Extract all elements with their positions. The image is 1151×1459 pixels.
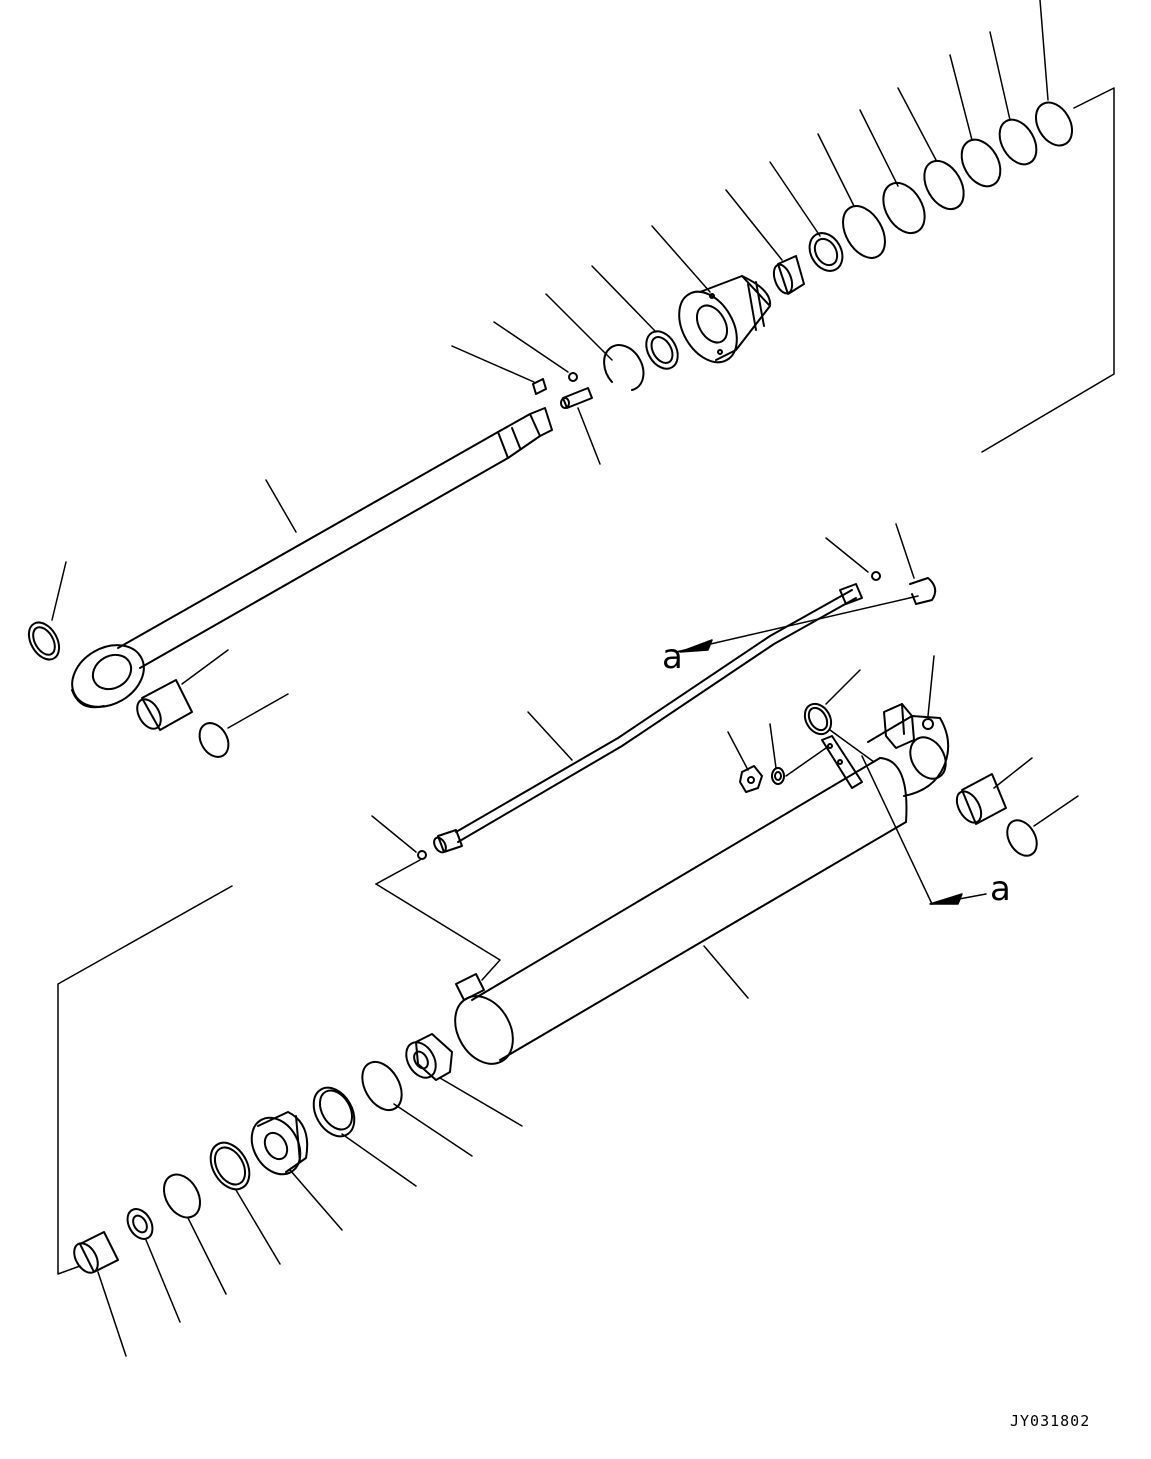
- port-o-ring: [803, 702, 833, 736]
- cushion-ring: [73, 1231, 119, 1274]
- leader-lines-upper: [51, 0, 1115, 729]
- rod-eye-bushing: [136, 679, 193, 731]
- leader-lines-hose: [371, 523, 919, 853]
- hose-clip: [909, 577, 937, 605]
- set-screw: [560, 387, 593, 409]
- dust-seal: [645, 330, 679, 370]
- hose-pipe: [433, 583, 863, 854]
- rod-eye-ring: [198, 722, 230, 758]
- cylinder-head: [678, 275, 772, 364]
- piston-nut: [405, 1033, 453, 1081]
- piston: [250, 1111, 309, 1176]
- small-o-ring: [922, 718, 934, 730]
- piston-ring-1: [361, 1060, 403, 1112]
- ball: [568, 372, 578, 382]
- piston-ring-2: [162, 1173, 202, 1219]
- bottom-ring: [1006, 819, 1038, 857]
- rod-eye-seal: [27, 621, 61, 661]
- o-ring-hose-top: [871, 571, 881, 581]
- piston-washer: [126, 1208, 154, 1240]
- figure-code: JY031802: [1010, 1412, 1091, 1430]
- leader-lines-lower: [57, 885, 523, 1357]
- mounting-washer: [771, 767, 785, 785]
- leader-lines-tube: [375, 655, 1079, 999]
- buffer-ring: [808, 232, 844, 272]
- piston-seal: [209, 1141, 251, 1191]
- rod-bushing: [772, 255, 805, 295]
- o-ring-hose-bottom: [417, 850, 427, 860]
- snap-ring: [603, 344, 645, 391]
- mounting-nut: [739, 765, 763, 793]
- rod-nut: [532, 378, 547, 395]
- cylinder-tube: [454, 703, 950, 1065]
- wear-ring: [312, 1086, 356, 1138]
- seal-rings: [842, 101, 1074, 259]
- bottom-bushing: [955, 773, 1007, 825]
- piston-rod: [71, 407, 553, 709]
- reference-label-a-lower: a: [990, 869, 1011, 909]
- reference-label-a-upper: a: [662, 637, 683, 677]
